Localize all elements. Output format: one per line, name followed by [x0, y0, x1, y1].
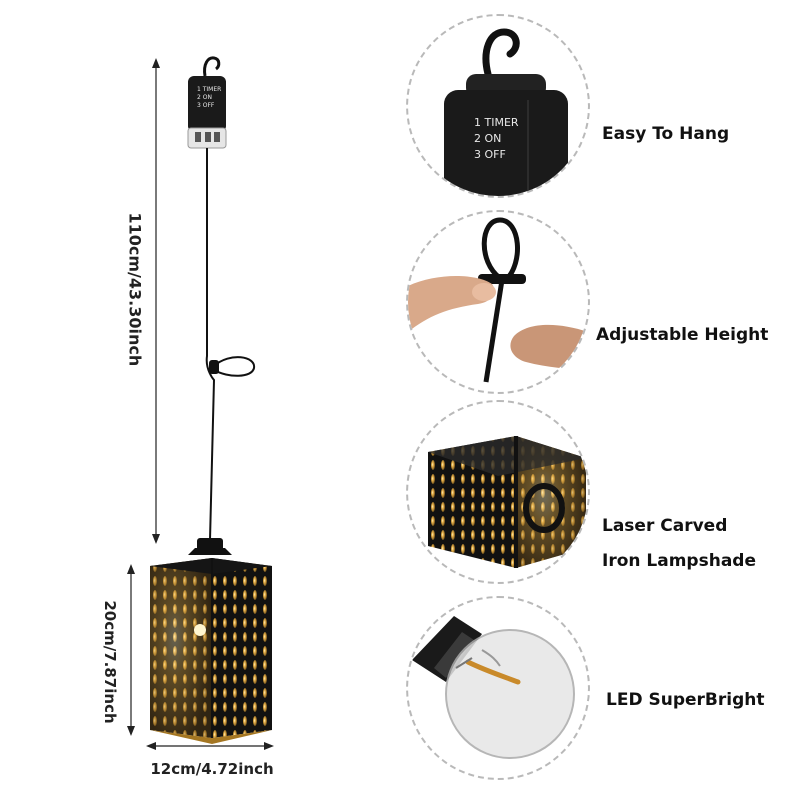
- feature-circle-hang: [406, 14, 590, 198]
- timer-label-line2: 2 ON: [197, 94, 212, 101]
- product-diagram: [127, 56, 274, 750]
- total-length-label: 110cm/43.30inch: [125, 212, 145, 367]
- feature-label-adjust: Adjustable Height: [596, 325, 769, 345]
- shade-height-label: 20cm/7.87inch: [101, 600, 119, 724]
- timer-label-line3: 3 OFF: [197, 102, 215, 109]
- shade-width-label: 12cm/4.72inch: [150, 760, 274, 778]
- shade-height-arrow: [127, 564, 135, 736]
- feature-circle-adjust: [406, 210, 590, 394]
- feature-circle-shade: [406, 400, 590, 584]
- feature-label-shade: Laser Carved: [602, 516, 728, 536]
- cord-loop: [213, 356, 255, 377]
- shade-width-arrow: [146, 742, 274, 750]
- hook-icon: [203, 56, 221, 77]
- feature-label-bulb: LED SuperBright: [606, 690, 765, 710]
- timer-label-line1: 1 TIMER: [197, 86, 222, 93]
- timer-box: [187, 76, 227, 149]
- cord-loop-icon: [408, 217, 588, 383]
- feature-label-shade-2: Iron Lampshade: [602, 551, 756, 571]
- timer-zoom-line3: 3 OFF: [474, 148, 506, 161]
- lampshade-icon: [428, 436, 586, 568]
- timer-zoom-line2: 2 ON: [474, 132, 502, 145]
- lampshade: [150, 558, 272, 744]
- bulb-icon: [412, 616, 575, 759]
- timer-zoom-line1: 1 TIMER: [474, 116, 519, 129]
- feature-label-hang: Easy To Hang: [602, 124, 730, 144]
- total-length-arrow: [152, 58, 160, 544]
- feature-circle-bulb: [406, 596, 590, 780]
- hook-timer-icon: [444, 28, 568, 196]
- lamp-socket: [188, 538, 232, 555]
- power-cord: [205, 148, 216, 541]
